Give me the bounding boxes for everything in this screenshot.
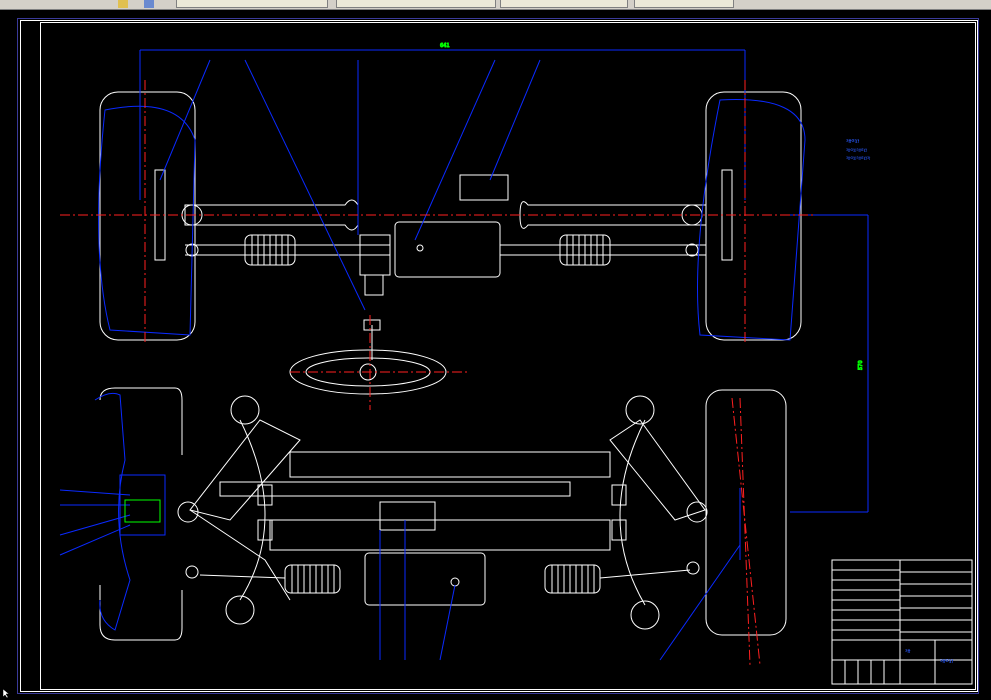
front-suspension-bottom-view [99,387,787,641]
tab-4[interactable] [634,0,734,8]
drawing-border [40,22,976,690]
right-front-wheel [705,91,802,341]
leader-lines [59,49,869,661]
drawing-outer-frame [17,18,979,694]
layers-icon[interactable] [144,0,154,8]
right-upper-control-arm [609,419,706,521]
tab-3[interactable] [500,0,628,8]
centerlines [60,80,815,666]
upper-control-arm [189,419,301,521]
label-box [459,174,509,201]
crossmember-box [379,501,436,531]
rack-housing [394,221,501,278]
title-block[interactable] [831,559,973,685]
title-block-text: ɜɟɟ ɜɟɟɞɣɟ [905,648,954,664]
left-front-wheel [99,91,196,341]
side-dimension-text: 570 [858,360,864,370]
cursor-icon [2,688,10,698]
note-line-2: ɜɟɟɞɣɟɜɟɟɞɣɟɜɟ [846,155,871,160]
left-wheel-section [99,387,183,641]
note-title: ɜɟɟɞɣɟ [846,138,860,144]
note-block: ɜɟɟɞɣɟ ɜɟɟɞɣɟɜɟɟɞɣɟ ɜɟɟɞɣɟɜɟɟɞɣɟɜɟ [846,138,871,160]
tab-1[interactable] [176,0,328,8]
tab-bar [0,0,991,10]
note-line-1: ɜɟɟɞɣɟɜɟɟɞɣɟ [846,147,868,152]
dimensions: 641 570 [124,43,865,523]
drawing-frame [20,20,978,692]
right-rear-wheel [705,389,787,636]
axle-beam-right [519,201,707,229]
folder-icon[interactable] [118,0,128,8]
top-dimension-text: 641 [440,43,450,49]
front-axle-top-view [99,91,802,395]
tab-2[interactable] [336,0,496,8]
bottom-rack-housing [364,552,486,606]
drawing-number: ɜɟɟɞɣɟ [940,658,954,664]
drawing-name: ɜɟɟ [905,648,911,654]
